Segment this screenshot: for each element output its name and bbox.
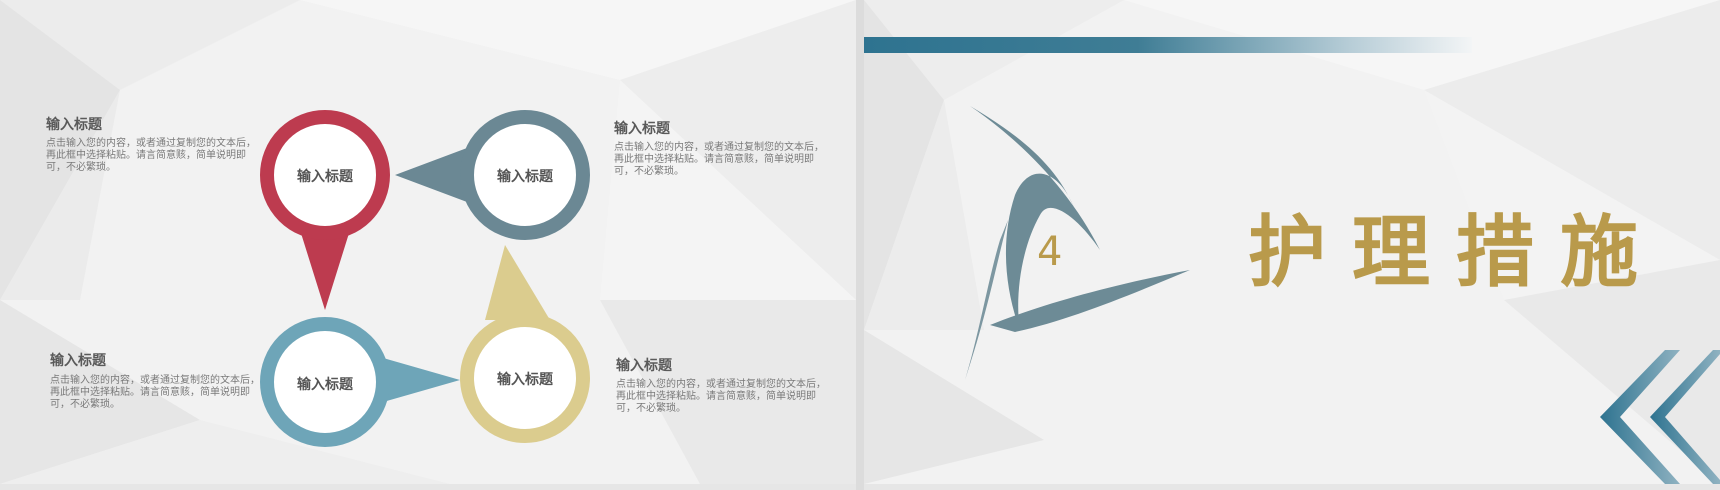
- circle-red: [260, 110, 390, 240]
- block-body: 点击输入您的内容，或者通过复制您的文本后，再此框中选择粘贴。请言简意赅，简单说明…: [46, 138, 256, 173]
- connector-shapes: [260, 110, 590, 447]
- block-body: 点击输入您的内容，或者通过复制您的文本后，再此框中选择粘贴。请言简意赅，简单说明…: [616, 379, 826, 414]
- circle-label-gray: 输入标题: [497, 168, 553, 184]
- circle-label-blue: 输入标题: [297, 376, 353, 392]
- header-gradient-bar: [864, 37, 1472, 53]
- block-title: 输入标题: [616, 357, 672, 373]
- swirl-logo-icon: [965, 106, 1190, 380]
- circle-blue: [260, 317, 390, 447]
- circle-gray: [460, 110, 590, 240]
- slide-divider: [856, 0, 864, 490]
- slide-left: 输入标题 输入标题 输入标题 输入标题 输入标题 点击输入您的内容，或者通过复制…: [0, 0, 856, 484]
- block-body: 点击输入您的内容，或者通过复制您的文本后，再此框中选择粘贴。请言简意赅，简单说明…: [50, 375, 260, 410]
- section-title: 护理措施: [1248, 208, 1665, 298]
- red-pointer: [300, 230, 350, 310]
- block-title: 输入标题: [50, 352, 106, 368]
- block-title: 输入标题: [46, 116, 102, 132]
- gray-pointer: [395, 145, 475, 205]
- block-title: 输入标题: [614, 120, 670, 136]
- circle-label-gold: 输入标题: [497, 371, 553, 387]
- circle-label-red: 输入标题: [297, 168, 353, 184]
- gold-pointer: [485, 245, 550, 320]
- section-number: 4: [1037, 229, 1063, 275]
- lowpoly-background: [0, 0, 856, 484]
- circle-gold: [460, 313, 590, 443]
- block-body: 点击输入您的内容，或者通过复制您的文本后，再此框中选择粘贴。请言简意赅，简单说明…: [614, 142, 824, 177]
- chevron-left-icon: [1600, 350, 1720, 484]
